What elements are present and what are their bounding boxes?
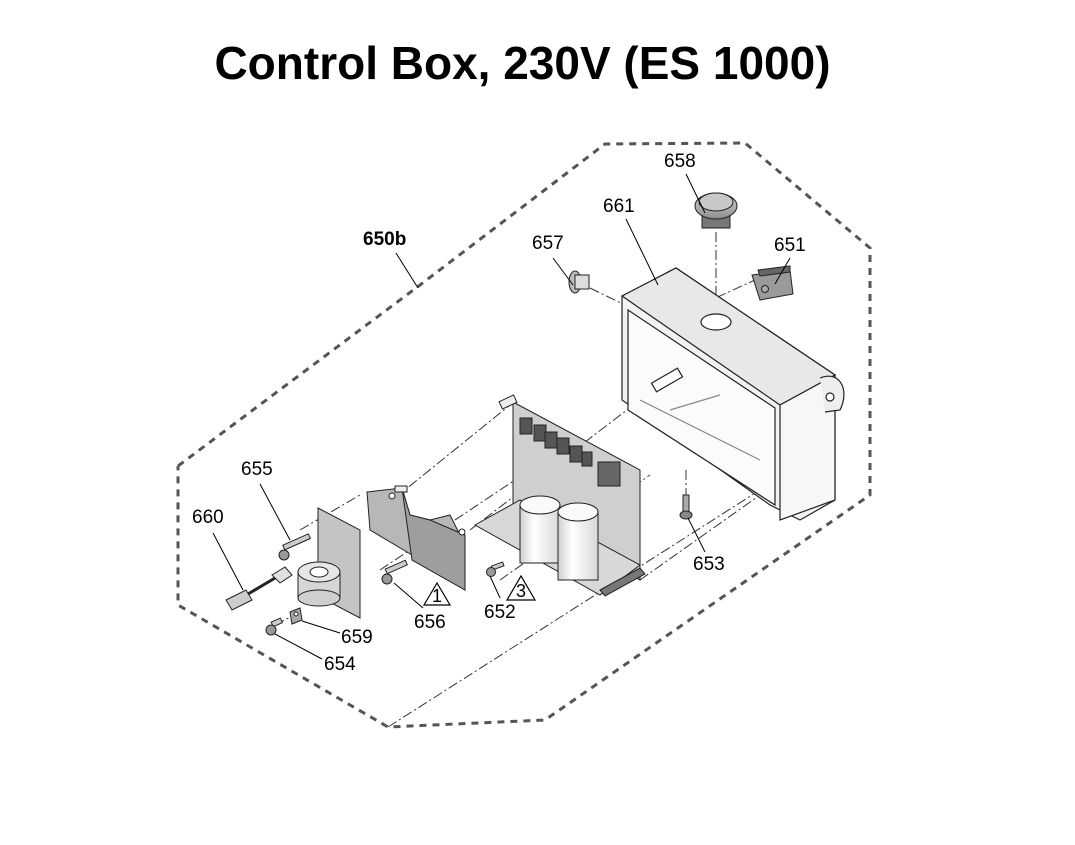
- callout-654: 654: [324, 654, 356, 675]
- circuit-board: [473, 394, 646, 597]
- switch-651: [751, 265, 794, 301]
- knob-658: [694, 192, 738, 229]
- middle-plate: [366, 485, 466, 591]
- screw-656: [381, 559, 408, 585]
- callout-652: 652: [484, 602, 516, 623]
- callout-659: 659: [341, 627, 373, 648]
- callout-655: 655: [241, 459, 273, 480]
- front-plate-with-coil: [297, 507, 361, 619]
- callout-660: 660: [192, 507, 224, 528]
- warning-triangle-1: 1: [422, 581, 452, 606]
- leader-lines: [212, 173, 791, 660]
- page-title: Control Box, 230V (ES 1000): [214, 37, 831, 89]
- screw-654: [265, 617, 284, 636]
- callout-651: 651: [774, 235, 806, 256]
- callout-656: 656: [414, 612, 446, 633]
- callout-658: 658: [664, 151, 696, 172]
- warning-number: 1: [432, 586, 442, 606]
- strain-relief-657: [568, 270, 590, 294]
- callout-661: 661: [603, 196, 635, 217]
- callout-653: 653: [693, 554, 725, 575]
- ground-lug-659: [289, 607, 303, 625]
- callout-657: 657: [532, 233, 564, 254]
- wire-harness-660: [225, 566, 293, 611]
- enclosure-661: [620, 267, 845, 521]
- warning-triangle-3: 3: [505, 574, 537, 601]
- screw-653: [679, 494, 693, 520]
- assembly-boundary: [176, 141, 872, 729]
- screw-652: [486, 561, 505, 577]
- warning-number: 3: [516, 581, 526, 601]
- callout-650b: 650b: [363, 229, 407, 250]
- screw-655: [278, 533, 312, 561]
